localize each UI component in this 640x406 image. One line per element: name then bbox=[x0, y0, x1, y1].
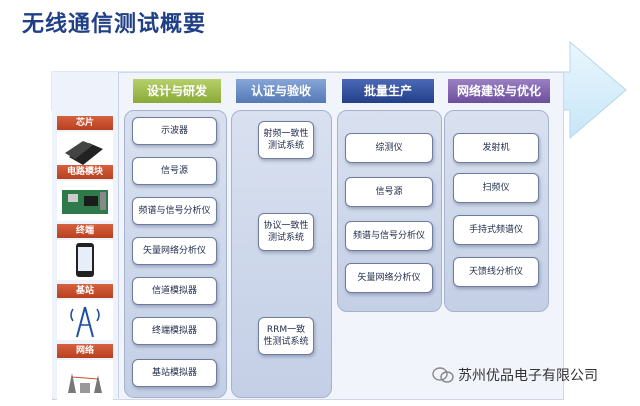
instrument-box: 矢量网络分析仪 bbox=[345, 263, 433, 293]
category-terminal: 终端 bbox=[57, 224, 113, 280]
instrument-box: 示波器 bbox=[132, 117, 217, 145]
category-network: 网络 bbox=[57, 344, 113, 400]
instrument-box: 发射机 bbox=[453, 133, 539, 163]
category-label: 芯片 bbox=[57, 116, 113, 130]
network-icon bbox=[57, 360, 113, 400]
instrument-box: 天馈线分析仪 bbox=[453, 257, 539, 287]
category-base-station: 基站 bbox=[57, 284, 113, 340]
test-system-box: 射频一致性测试系统 bbox=[258, 121, 314, 159]
category-label: 网络 bbox=[57, 344, 113, 358]
instrument-box: 信道模拟器 bbox=[132, 277, 217, 305]
instrument-box: 频谱与信号分析仪 bbox=[345, 221, 433, 251]
instrument-box: 矢量网络分析仪 bbox=[132, 237, 217, 265]
category-label: 电路模块 bbox=[57, 165, 113, 179]
category-label: 终端 bbox=[57, 224, 113, 238]
stage-header-certification: 认证与验收 bbox=[236, 79, 326, 103]
stage-header-network: 网络建设与优化 bbox=[448, 79, 550, 103]
page-title: 无线通信测试概要 bbox=[22, 6, 206, 38]
phone-icon bbox=[57, 240, 113, 280]
stage-column-design: 示波器 信号源 频谱与信号分析仪 矢量网络分析仪 信道模拟器 终端模拟器 基站模… bbox=[124, 110, 227, 398]
test-system-box: 协议一致性测试系统 bbox=[258, 213, 314, 251]
instrument-box: 手持式频谱仪 bbox=[453, 215, 539, 245]
stage-column-production: 综测仪 信号源 频谱与信号分析仪 矢量网络分析仪 bbox=[337, 110, 442, 312]
instrument-box: 扫频仪 bbox=[453, 173, 539, 203]
instrument-box: 信号源 bbox=[132, 157, 217, 185]
test-system-box: RRM一致性测试系统 bbox=[258, 317, 314, 355]
instrument-box: 频谱与信号分析仪 bbox=[132, 197, 217, 225]
stage-column-certification: 射频一致性测试系统 协议一致性测试系统 RRM一致性测试系统 bbox=[231, 110, 332, 398]
watermark: 苏州优品电子有限公司 bbox=[432, 365, 598, 385]
stage-header-production: 批量生产 bbox=[342, 79, 434, 103]
category-label: 基站 bbox=[57, 284, 113, 298]
category-chip: 芯片 bbox=[57, 116, 113, 172]
circuit-board-icon bbox=[57, 181, 113, 221]
instrument-box: 基站模拟器 bbox=[132, 359, 217, 387]
stage-header-design: 设计与研发 bbox=[133, 79, 221, 103]
category-column: 芯片 电路模块 终端 基站 bbox=[52, 72, 119, 398]
antenna-tower-icon bbox=[57, 300, 113, 340]
instrument-box: 信号源 bbox=[345, 177, 433, 207]
category-circuit: 电路模块 bbox=[57, 165, 113, 221]
stage-column-network: 发射机 扫频仪 手持式频谱仪 天馈线分析仪 bbox=[444, 110, 549, 312]
watermark-text: 苏州优品电子有限公司 bbox=[458, 365, 598, 385]
wechat-icon bbox=[432, 366, 454, 384]
instrument-box: 终端模拟器 bbox=[132, 317, 217, 345]
instrument-box: 综测仪 bbox=[345, 133, 433, 163]
